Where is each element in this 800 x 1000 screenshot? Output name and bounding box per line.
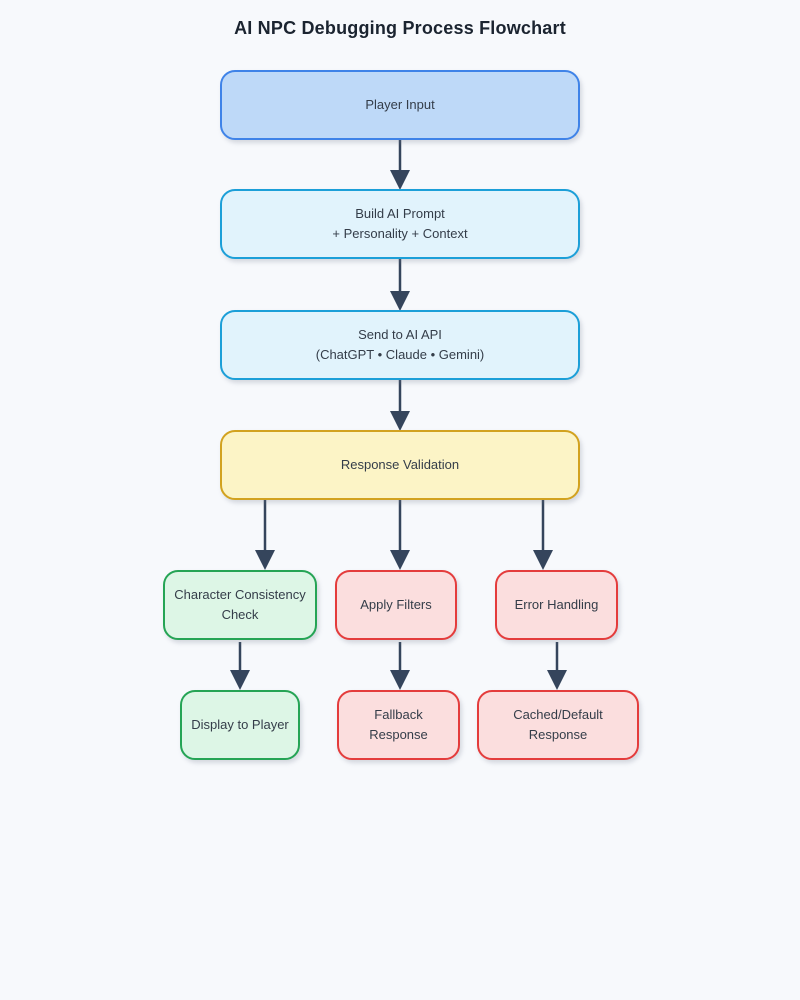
diagram-title: AI NPC Debugging Process Flowchart — [234, 18, 566, 38]
node-error-handling: Error Handling — [495, 570, 618, 640]
node-response-validation: Response Validation — [220, 430, 580, 500]
node-label-line2: (ChatGPT • Claude • Gemini) — [315, 347, 485, 362]
node-label-line1: Send to AI API — [358, 327, 442, 342]
node-label: Display to Player — [191, 717, 289, 732]
node-label-line2: + Personality + Context — [332, 226, 468, 241]
node-label: Error Handling — [514, 597, 599, 612]
node-display-to-player: Display to Player — [180, 690, 300, 760]
node-label-line1: Build AI Prompt — [355, 206, 445, 221]
node-label: Character Consistency Check — [174, 587, 306, 622]
node-label: Fallback Response — [369, 707, 428, 742]
node-label: Response Validation — [340, 457, 460, 472]
node-character-consistency-check: Character Consistency Check — [163, 570, 317, 640]
node-send-to-ai-api: Send to AI API (ChatGPT • Claude • Gemin… — [220, 310, 580, 380]
node-label: Player Input — [365, 97, 435, 112]
node-fallback-response: Fallback Response — [337, 690, 460, 760]
node-cached-default-response: Cached/Default Response — [477, 690, 639, 760]
node-build-ai-prompt: Build AI Prompt + Personality + Context — [220, 189, 580, 259]
node-player-input: Player Input — [220, 70, 580, 140]
node-label: Apply Filters — [360, 597, 432, 612]
node-apply-filters: Apply Filters — [335, 570, 457, 640]
node-label: Cached/Default Response — [513, 707, 603, 742]
